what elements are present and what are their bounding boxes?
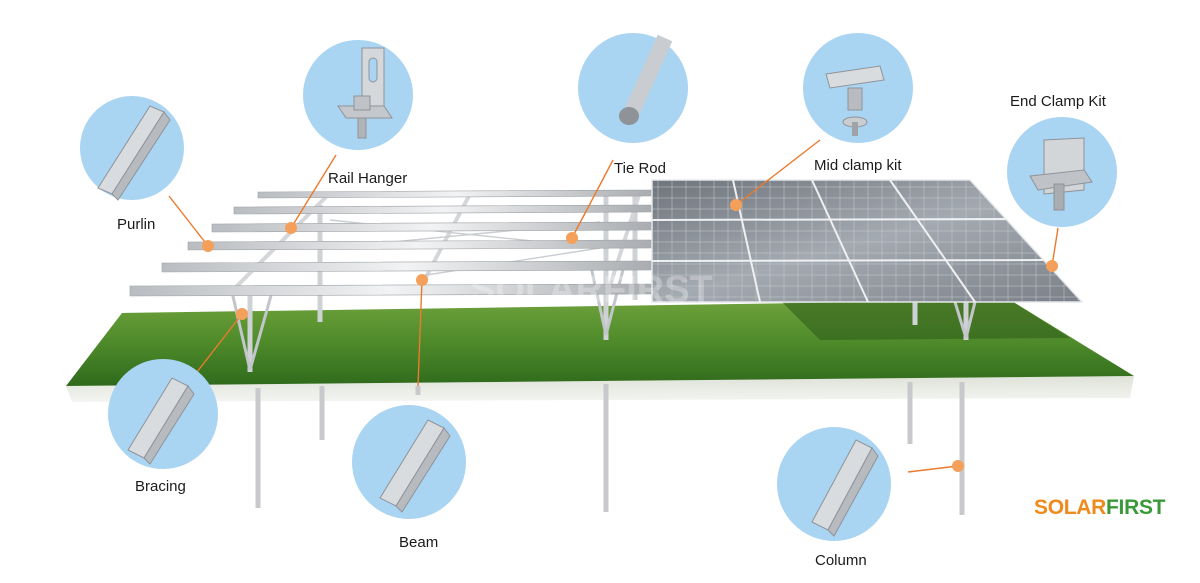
grass-shadow <box>780 300 1070 340</box>
column-part-icon <box>811 439 879 537</box>
logo-solar-text: SOLAR <box>1034 496 1107 519</box>
beam-label: Beam <box>399 534 439 551</box>
purlin-callout <box>80 96 184 201</box>
ground-side <box>66 376 1134 402</box>
solarfirst-logo: SOLARFIRST <box>1034 496 1165 520</box>
watermark-text: SOLARFIRST <box>470 269 713 311</box>
mid-clamp-callout <box>803 33 913 143</box>
bracing-label: Bracing <box>135 478 186 495</box>
tie-rod-label: Tie Rod <box>614 160 666 177</box>
column-callout <box>777 427 891 541</box>
tie-rod-callout <box>578 33 688 143</box>
rail-hanger-part-icon <box>337 47 393 139</box>
end-clamp-callout <box>1007 117 1117 227</box>
purlins <box>129 189 653 297</box>
rail-hanger-label: Rail Hanger <box>328 170 408 187</box>
mid-clamp-part-icon <box>825 65 885 136</box>
column-label: Column <box>815 552 867 569</box>
tie-rod-part-icon <box>619 34 673 125</box>
callout-dots <box>202 199 1058 472</box>
solar-panel-array <box>651 179 1084 303</box>
end-clamp-kit-label: End Clamp Kit <box>1010 93 1106 110</box>
callout-leaders <box>168 139 1059 473</box>
bracing-callout <box>108 359 218 469</box>
purlin-part-icon <box>97 105 171 201</box>
bracing-members <box>230 261 977 371</box>
mid-clamp-kit-label: Mid clamp kit <box>814 157 902 174</box>
rail-hanger-callout <box>303 40 413 150</box>
logo-first-text: FIRST <box>1106 496 1166 519</box>
underground-posts <box>255 382 965 515</box>
beam-part-icon <box>379 419 451 513</box>
bracing-part-icon <box>127 377 195 465</box>
end-clamp-part-icon <box>1029 137 1093 211</box>
purlin-label: Purlin <box>117 216 156 233</box>
beam-callout <box>352 405 466 519</box>
